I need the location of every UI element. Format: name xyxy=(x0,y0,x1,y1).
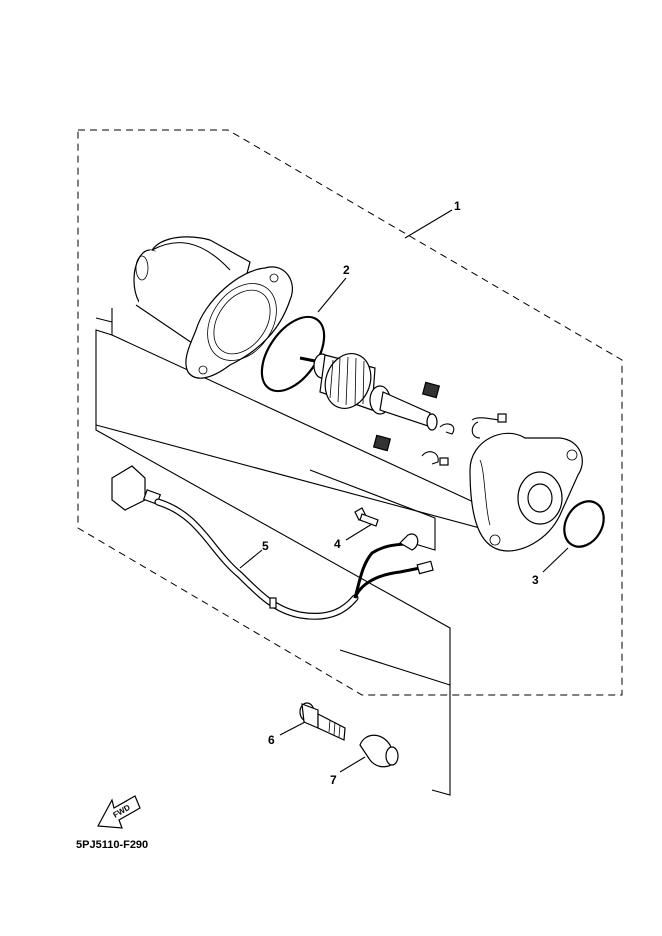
brush-spring-upper xyxy=(421,381,441,399)
bolt-part-6 xyxy=(299,702,346,741)
brush-clips xyxy=(421,413,507,466)
leader-1 xyxy=(404,209,453,239)
fwd-arrow-icon: FWD xyxy=(97,795,141,829)
starter-lead-wire xyxy=(111,465,434,620)
subgroup-frame-lower xyxy=(95,425,451,796)
callout-4: 4 xyxy=(334,537,341,551)
leader-2 xyxy=(317,277,347,313)
wiring-frame-bottom xyxy=(339,649,451,686)
leader-6 xyxy=(279,721,306,736)
drawing-code: 5PJ5110-F290 xyxy=(76,839,148,851)
o-ring-part-2 xyxy=(260,315,326,393)
clamp-part-7 xyxy=(359,734,399,768)
assembly-boundary-dashed xyxy=(77,129,623,696)
leader-7 xyxy=(339,756,366,773)
callout-3: 3 xyxy=(532,573,539,587)
subgroup-frame-upper-inner xyxy=(95,317,113,323)
o-ring-part-3 xyxy=(563,500,605,548)
leader-4 xyxy=(345,523,373,541)
armature xyxy=(299,353,438,431)
screw-part-4 xyxy=(354,507,379,527)
callout-6: 6 xyxy=(268,733,275,747)
callout-7: 7 xyxy=(330,773,337,787)
brush-spring-lower xyxy=(372,434,392,452)
subgroup-frame-wiring xyxy=(309,469,436,551)
callout-1: 1 xyxy=(454,199,461,213)
leader-5 xyxy=(239,549,263,569)
axis-line xyxy=(111,334,481,506)
callout-5: 5 xyxy=(262,539,269,553)
leader-3 xyxy=(542,547,569,573)
callout-2: 2 xyxy=(343,263,350,277)
yoke-flange xyxy=(185,266,293,379)
rear-cover-bracket xyxy=(469,432,583,552)
